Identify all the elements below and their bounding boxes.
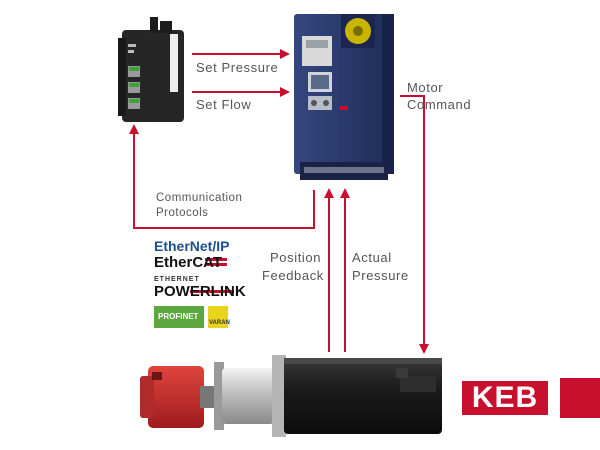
drive-device [294, 14, 394, 180]
signal-arrows [129, 49, 429, 354]
brand-square [560, 378, 600, 418]
actual-pressure-line2: Pressure [352, 268, 409, 283]
keb-logo: KEB [462, 381, 548, 415]
position-feedback-line1: Position [270, 250, 322, 265]
arrow-motor-command [400, 95, 429, 354]
communication-line2: Protocols [156, 207, 209, 219]
position-feedback-line2: Feedback [262, 268, 324, 283]
set-pressure-label: Set Pressure [196, 60, 279, 75]
arrow-communication-protocols [129, 124, 315, 229]
profinet-logo: PROFINET [158, 312, 199, 321]
set-flow-label: Set Flow [196, 97, 252, 112]
ethercat-logo: EtherCAT [154, 254, 223, 271]
varan-logo: VARAN [209, 320, 230, 326]
keb-logo-text: KEB [471, 381, 539, 414]
communication-line1: Communication [156, 192, 243, 204]
motor-command-line1: Motor [407, 80, 444, 95]
motor-command-line2: Command [407, 97, 472, 112]
powerlink-logo: POWERLINK [154, 283, 246, 300]
protocol-logo-graphics [154, 258, 234, 328]
powerlink-top-text: ETHERNET [154, 276, 200, 283]
ethernet-ip-logo: EtherNet/IP [154, 238, 230, 254]
controller-device [118, 17, 184, 122]
motor-pump-assembly [140, 355, 442, 437]
actual-pressure-line1: Actual [352, 250, 392, 265]
